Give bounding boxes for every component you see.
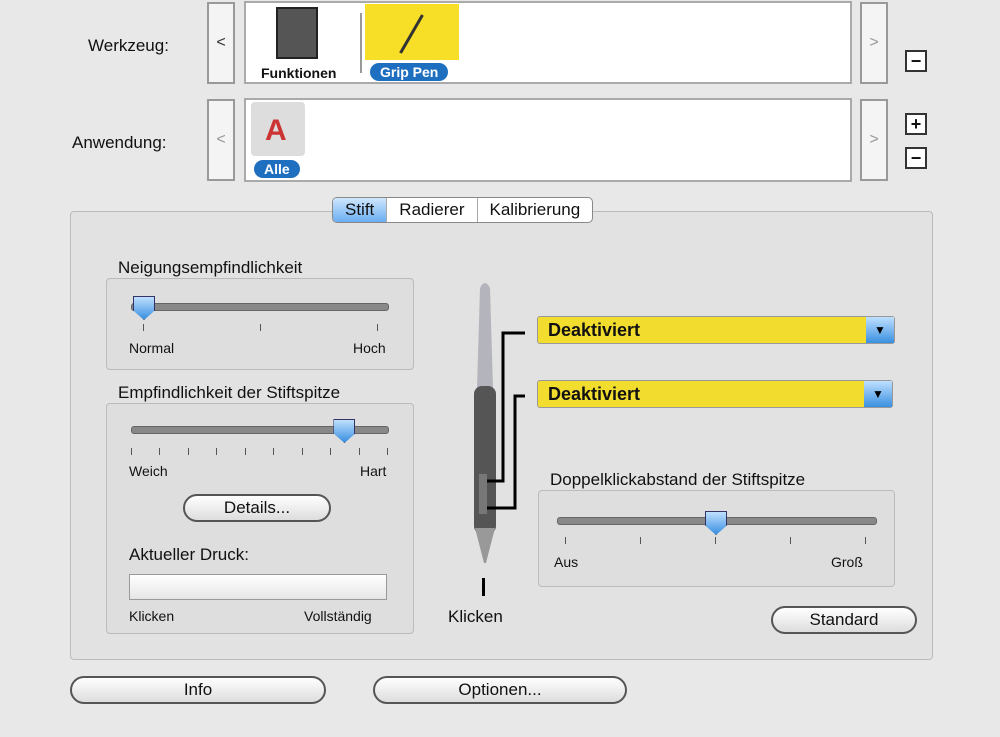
tick [377,324,378,331]
app-strip: A Alle [244,98,852,182]
standard-button[interactable]: Standard [771,606,917,634]
upper-button-dropdown[interactable]: Deaktiviert ▼ [537,316,895,344]
tool-grip-pen[interactable]: Grip Pen [370,63,449,81]
app-prev-button[interactable]: < [207,99,235,181]
tick [131,448,132,455]
tilt-group: Normal Hoch [106,278,414,370]
tip-max: Hart [360,463,387,479]
pressure-min: Klicken [129,608,175,624]
tick [301,448,303,455]
tip-group: Weich Hart Details... Aktueller Druck: K… [106,403,414,634]
tilt-title: Neigungsempfindlichkeit [118,258,303,277]
tick [387,448,388,455]
tick [244,448,246,455]
tip-min: Weich [129,463,168,479]
divider [360,13,362,73]
tick [260,324,261,331]
tip-click-label: Klicken [448,607,503,626]
tick [159,448,161,455]
tick [790,537,791,544]
tick [273,448,275,455]
app-label: Anwendung: [72,133,167,152]
remove-tool-button[interactable]: − [905,50,927,72]
tilt-track[interactable] [131,303,389,311]
lower-button-value: Deaktiviert [548,383,641,404]
grip-pen-icon[interactable] [365,4,459,60]
pressure-bar [129,574,387,600]
tilt-min: Normal [129,340,175,356]
tick [216,448,218,455]
tab-bar: Stift Radierer Kalibrierung [332,197,594,223]
all-apps-icon[interactable]: A [251,102,305,156]
dbl-group: Aus Groß [538,490,895,587]
tilt-max: Hoch [353,340,386,356]
chevron-down-icon: ▼ [864,381,892,407]
app-next-button[interactable]: > [860,99,888,181]
tick [187,448,189,455]
dbl-slider-thumb[interactable] [705,511,727,535]
tab-radierer[interactable]: Radierer [387,198,478,222]
tilt-slider-thumb[interactable] [133,296,155,320]
info-button[interactable]: Info [70,676,326,704]
tip-track[interactable] [131,426,389,434]
pressure-max: Vollständig [304,608,372,624]
tick [640,537,641,544]
tick [358,448,360,455]
tool-next-button[interactable]: > [860,2,888,84]
tab-kalibrierung[interactable]: Kalibrierung [489,200,581,219]
tip-slider-thumb[interactable] [333,419,356,443]
pressure-label: Aktueller Druck: [129,545,249,564]
add-app-button[interactable]: + [905,113,927,135]
details-button[interactable]: Details... [183,494,331,522]
tool-functions[interactable]: Funktionen [261,65,337,81]
tick [330,448,332,455]
dbl-title: Doppelklickabstand der Stiftspitze [550,470,806,489]
upper-button-value: Deaktiviert [548,319,641,340]
dbl-min: Aus [554,554,579,570]
tool-prev-button[interactable]: < [207,2,235,84]
tab-stift[interactable]: Stift [333,198,388,222]
functions-icon[interactable] [276,7,318,59]
lower-button-dropdown[interactable]: Deaktiviert ▼ [537,380,893,408]
app-all[interactable]: Alle [254,160,300,178]
options-button[interactable]: Optionen... [373,676,627,704]
tick [715,537,716,544]
tick [143,324,144,331]
tool-strip: Funktionen Grip Pen [244,1,852,84]
tool-label: Werkzeug: [88,36,169,55]
remove-app-button[interactable]: − [905,147,927,169]
tip-title: Empfindlichkeit der Stiftspitze [118,383,341,402]
tick [565,537,566,544]
chevron-down-icon: ▼ [866,317,894,343]
pen-image [474,283,525,596]
tick [865,537,866,544]
dbl-max: Groß [831,554,863,570]
